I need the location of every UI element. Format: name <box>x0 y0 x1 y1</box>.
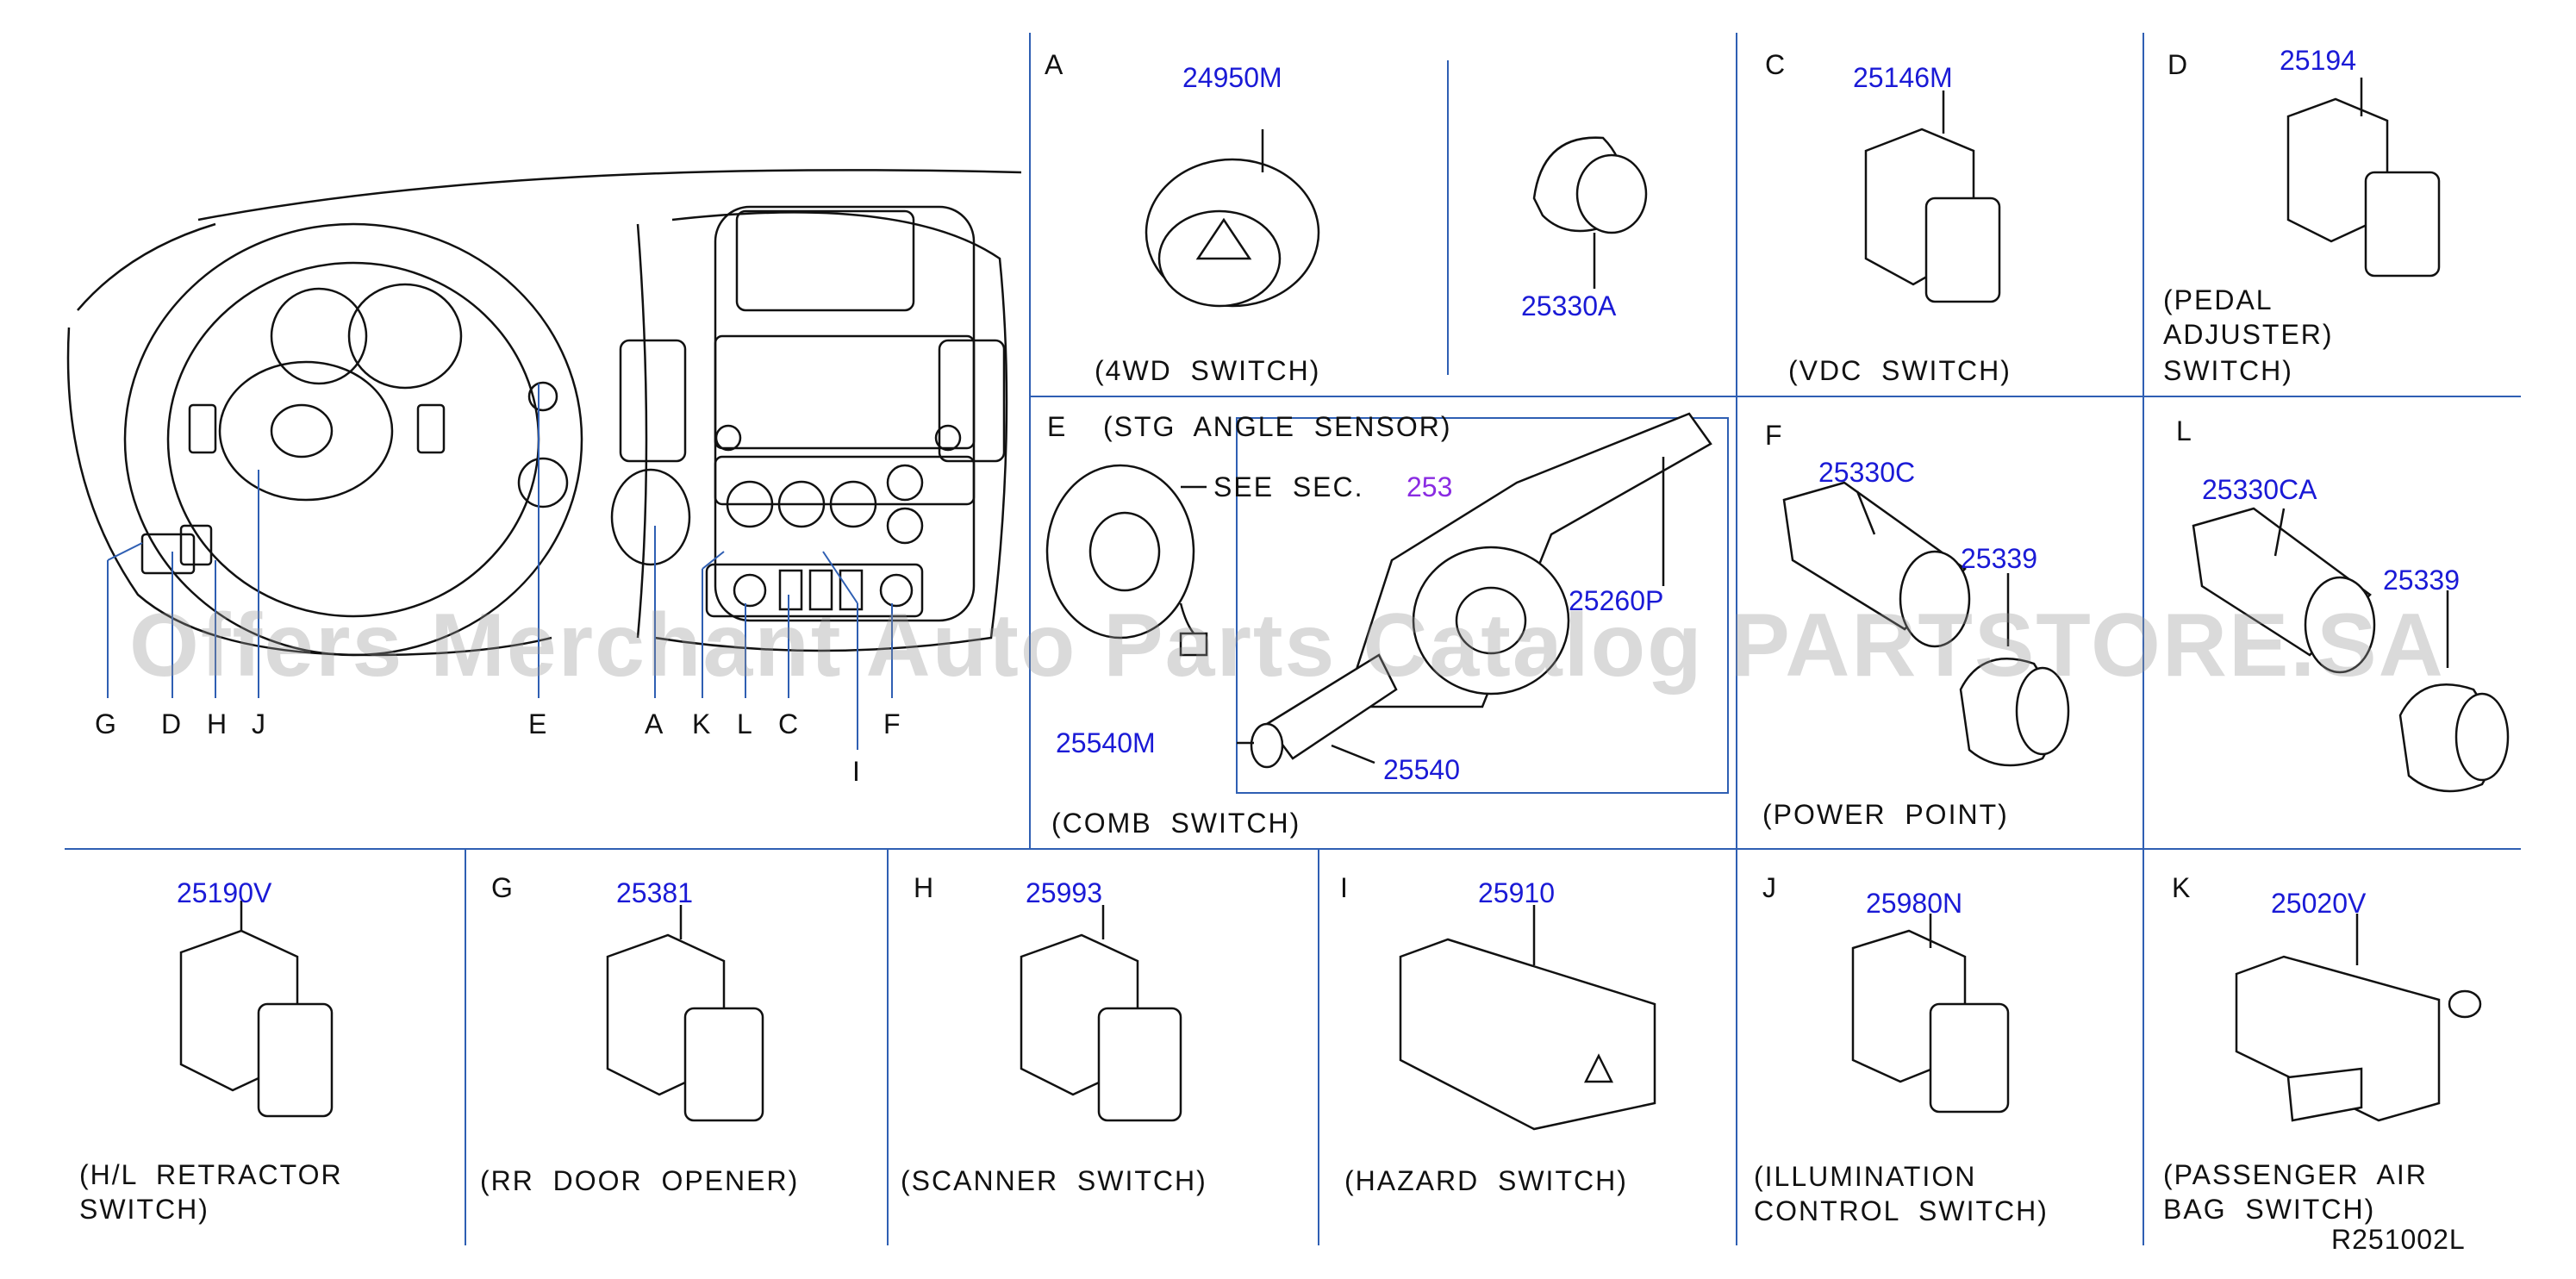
callout-a: A <box>645 708 664 739</box>
callout-c: C <box>778 708 799 739</box>
panel-hl-caption-line-2: SWITCH) <box>79 1194 209 1225</box>
panel-h-letter: H <box>914 872 934 903</box>
diagram-code: R251002L <box>2331 1224 2466 1255</box>
part-25330ca[interactable]: 25330CA <box>2202 474 2317 505</box>
panel-c-letter: C <box>1765 49 1786 80</box>
panel-e-letter: E <box>1047 411 1066 442</box>
lower-row-switch-drawings <box>179 901 2482 1131</box>
part-25330a[interactable]: 25330A <box>1521 290 1617 321</box>
part-25540m[interactable]: 25540M <box>1056 727 1156 758</box>
dashboard-overview-drawing <box>66 169 1022 657</box>
panel-hl-caption-line-1: (H/L RETRACTOR <box>79 1159 343 1190</box>
panel-j-caption-line-2: CONTROL SWITCH) <box>1754 1195 2049 1226</box>
callout-i: I <box>852 756 860 787</box>
callout-f: F <box>883 708 901 739</box>
panel-i-letter: I <box>1340 872 1348 903</box>
panel-e-see-section: SEE SEC. <box>1213 471 1364 502</box>
panel-e-comb-switch-drawing <box>1045 412 1729 794</box>
part-25260p[interactable]: 25260P <box>1569 585 1664 616</box>
callout-j: J <box>252 708 265 739</box>
panel-k-caption-line-1: (PASSENGER AIR <box>2163 1159 2428 1190</box>
panel-c-caption: (VDC SWITCH) <box>1788 355 2012 386</box>
panel-i-caption: (HAZARD SWITCH) <box>1344 1165 1628 1196</box>
watermark: Offers Merchant Auto Parts Catalog PARTS… <box>129 596 2445 696</box>
part-25381[interactable]: 25381 <box>616 877 693 908</box>
panel-j-caption-line-1: (ILLUMINATION <box>1754 1161 1977 1192</box>
panel-j-letter: J <box>1762 872 1776 903</box>
part-24950m[interactable]: 24950M <box>1182 62 1282 93</box>
callout-k: K <box>692 708 711 739</box>
panel-l-letter: L <box>2176 415 2192 446</box>
panel-d-caption-line-1: (PEDAL <box>2163 284 2273 315</box>
panel-a-letter: A <box>1045 49 1063 80</box>
callout-d: D <box>161 708 182 739</box>
panel-l-power-point-drawing <box>2192 507 2510 793</box>
section-253-link[interactable]: 253 <box>1407 471 1453 502</box>
panel-d-caption-line-3: SWITCH) <box>2163 355 2293 386</box>
part-25146m[interactable]: 25146M <box>1853 62 1953 93</box>
callout-l: L <box>737 708 752 739</box>
grid-lines <box>65 33 2521 1245</box>
panel-a-4wd-switch-drawing <box>1145 129 1648 308</box>
panel-g-caption: (RR DOOR OPENER) <box>480 1165 800 1196</box>
panel-d-pedal-switch-drawing <box>2286 78 2441 278</box>
callout-g: G <box>95 708 116 739</box>
panel-d-letter: D <box>2167 49 2188 80</box>
part-25330c[interactable]: 25330C <box>1818 457 1916 488</box>
part-25194[interactable]: 25194 <box>2280 45 2356 76</box>
panel-c-vdc-switch-drawing <box>1864 90 2001 303</box>
panel-h-caption: (SCANNER SWITCH) <box>901 1165 1207 1196</box>
callout-e: E <box>528 708 547 739</box>
part-25190v[interactable]: 25190V <box>177 877 272 908</box>
panel-e-title: (STG ANGLE SENSOR) <box>1103 411 1452 442</box>
part-25339-l[interactable]: 25339 <box>2383 565 2460 596</box>
part-25910[interactable]: 25910 <box>1478 877 1555 908</box>
panel-k-caption-line-2: BAG SWITCH) <box>2163 1194 2376 1225</box>
overview-leader-lines <box>107 384 893 750</box>
panel-k-letter: K <box>2172 872 2191 903</box>
part-25980n[interactable]: 25980N <box>1866 888 1963 919</box>
panel-f-power-point-drawing <box>1782 481 2070 767</box>
callout-h: H <box>207 708 228 739</box>
part-25540[interactable]: 25540 <box>1383 754 1460 785</box>
part-25339-f[interactable]: 25339 <box>1961 543 2037 574</box>
panel-a-caption: (4WD SWITCH) <box>1095 355 1321 386</box>
panel-e-caption: (COMB SWITCH) <box>1051 808 1301 839</box>
panel-f-letter: F <box>1765 420 1782 451</box>
part-25020v[interactable]: 25020V <box>2271 888 2367 919</box>
panel-d-caption-line-2: ADJUSTER) <box>2163 319 2334 350</box>
panel-g-letter: G <box>491 872 513 903</box>
panel-f-caption: (POWER POINT) <box>1762 799 2009 830</box>
part-25993[interactable]: 25993 <box>1026 877 1102 908</box>
